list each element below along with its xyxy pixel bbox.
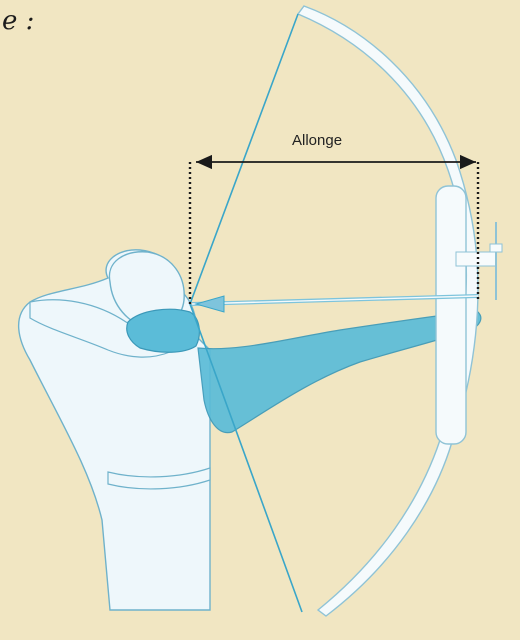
partial-heading: e : <box>2 6 34 36</box>
bow-riser <box>436 186 466 444</box>
draw-length-dimension <box>190 162 478 306</box>
archer-figure <box>19 250 210 610</box>
drawing-hand <box>127 309 200 352</box>
allonge-label: Allonge <box>292 132 342 149</box>
arrow <box>192 296 478 312</box>
